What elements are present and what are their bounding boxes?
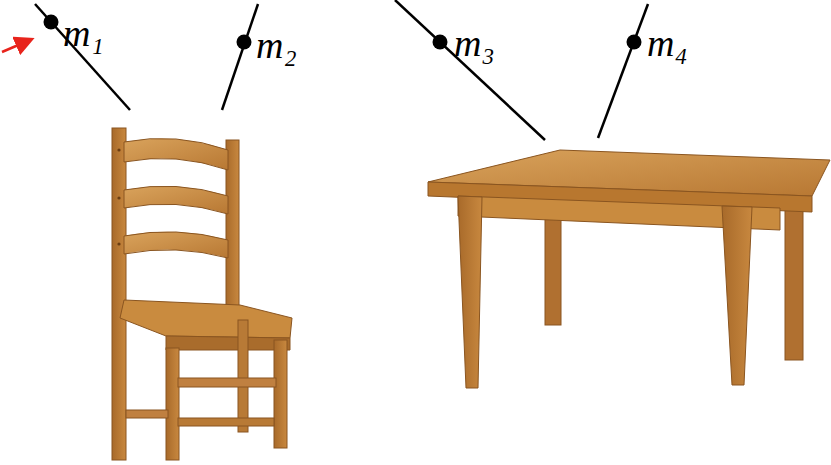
chair-picture — [112, 128, 292, 460]
mass-label: m₃ — [454, 24, 495, 62]
mass-dots — [44, 15, 642, 50]
pointer-arrow — [2, 40, 30, 52]
table-picture — [428, 150, 830, 388]
mass-label: m₂ — [256, 26, 297, 64]
mass-label: m₁ — [63, 14, 104, 52]
mass-sticks — [35, 0, 648, 140]
mass-label: m₄ — [647, 24, 688, 62]
